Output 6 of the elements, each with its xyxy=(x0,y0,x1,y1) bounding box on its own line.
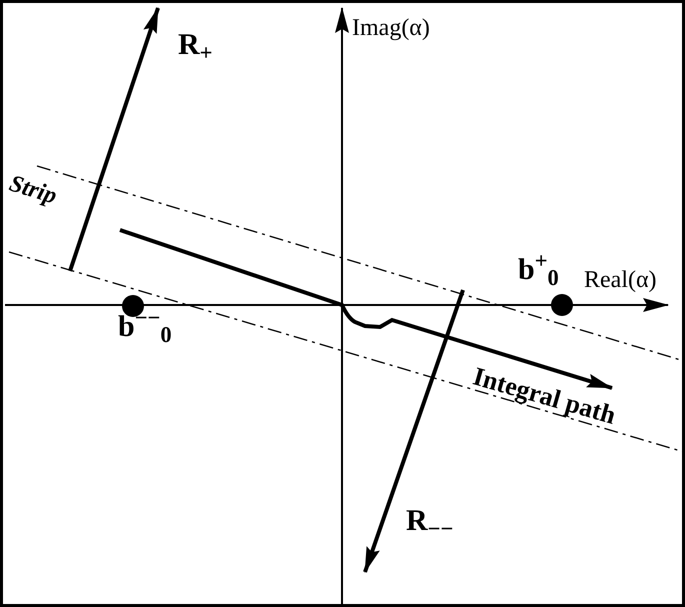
path-label: Integral path xyxy=(469,360,620,432)
axis-label: Imag(α) xyxy=(352,14,430,43)
ray-label: R$_{+}$ xyxy=(178,27,212,67)
strip-label: Strip xyxy=(5,170,61,212)
axis-label: Real(α) xyxy=(584,266,657,295)
ray-label: R$_{−−}$ xyxy=(406,503,454,543)
